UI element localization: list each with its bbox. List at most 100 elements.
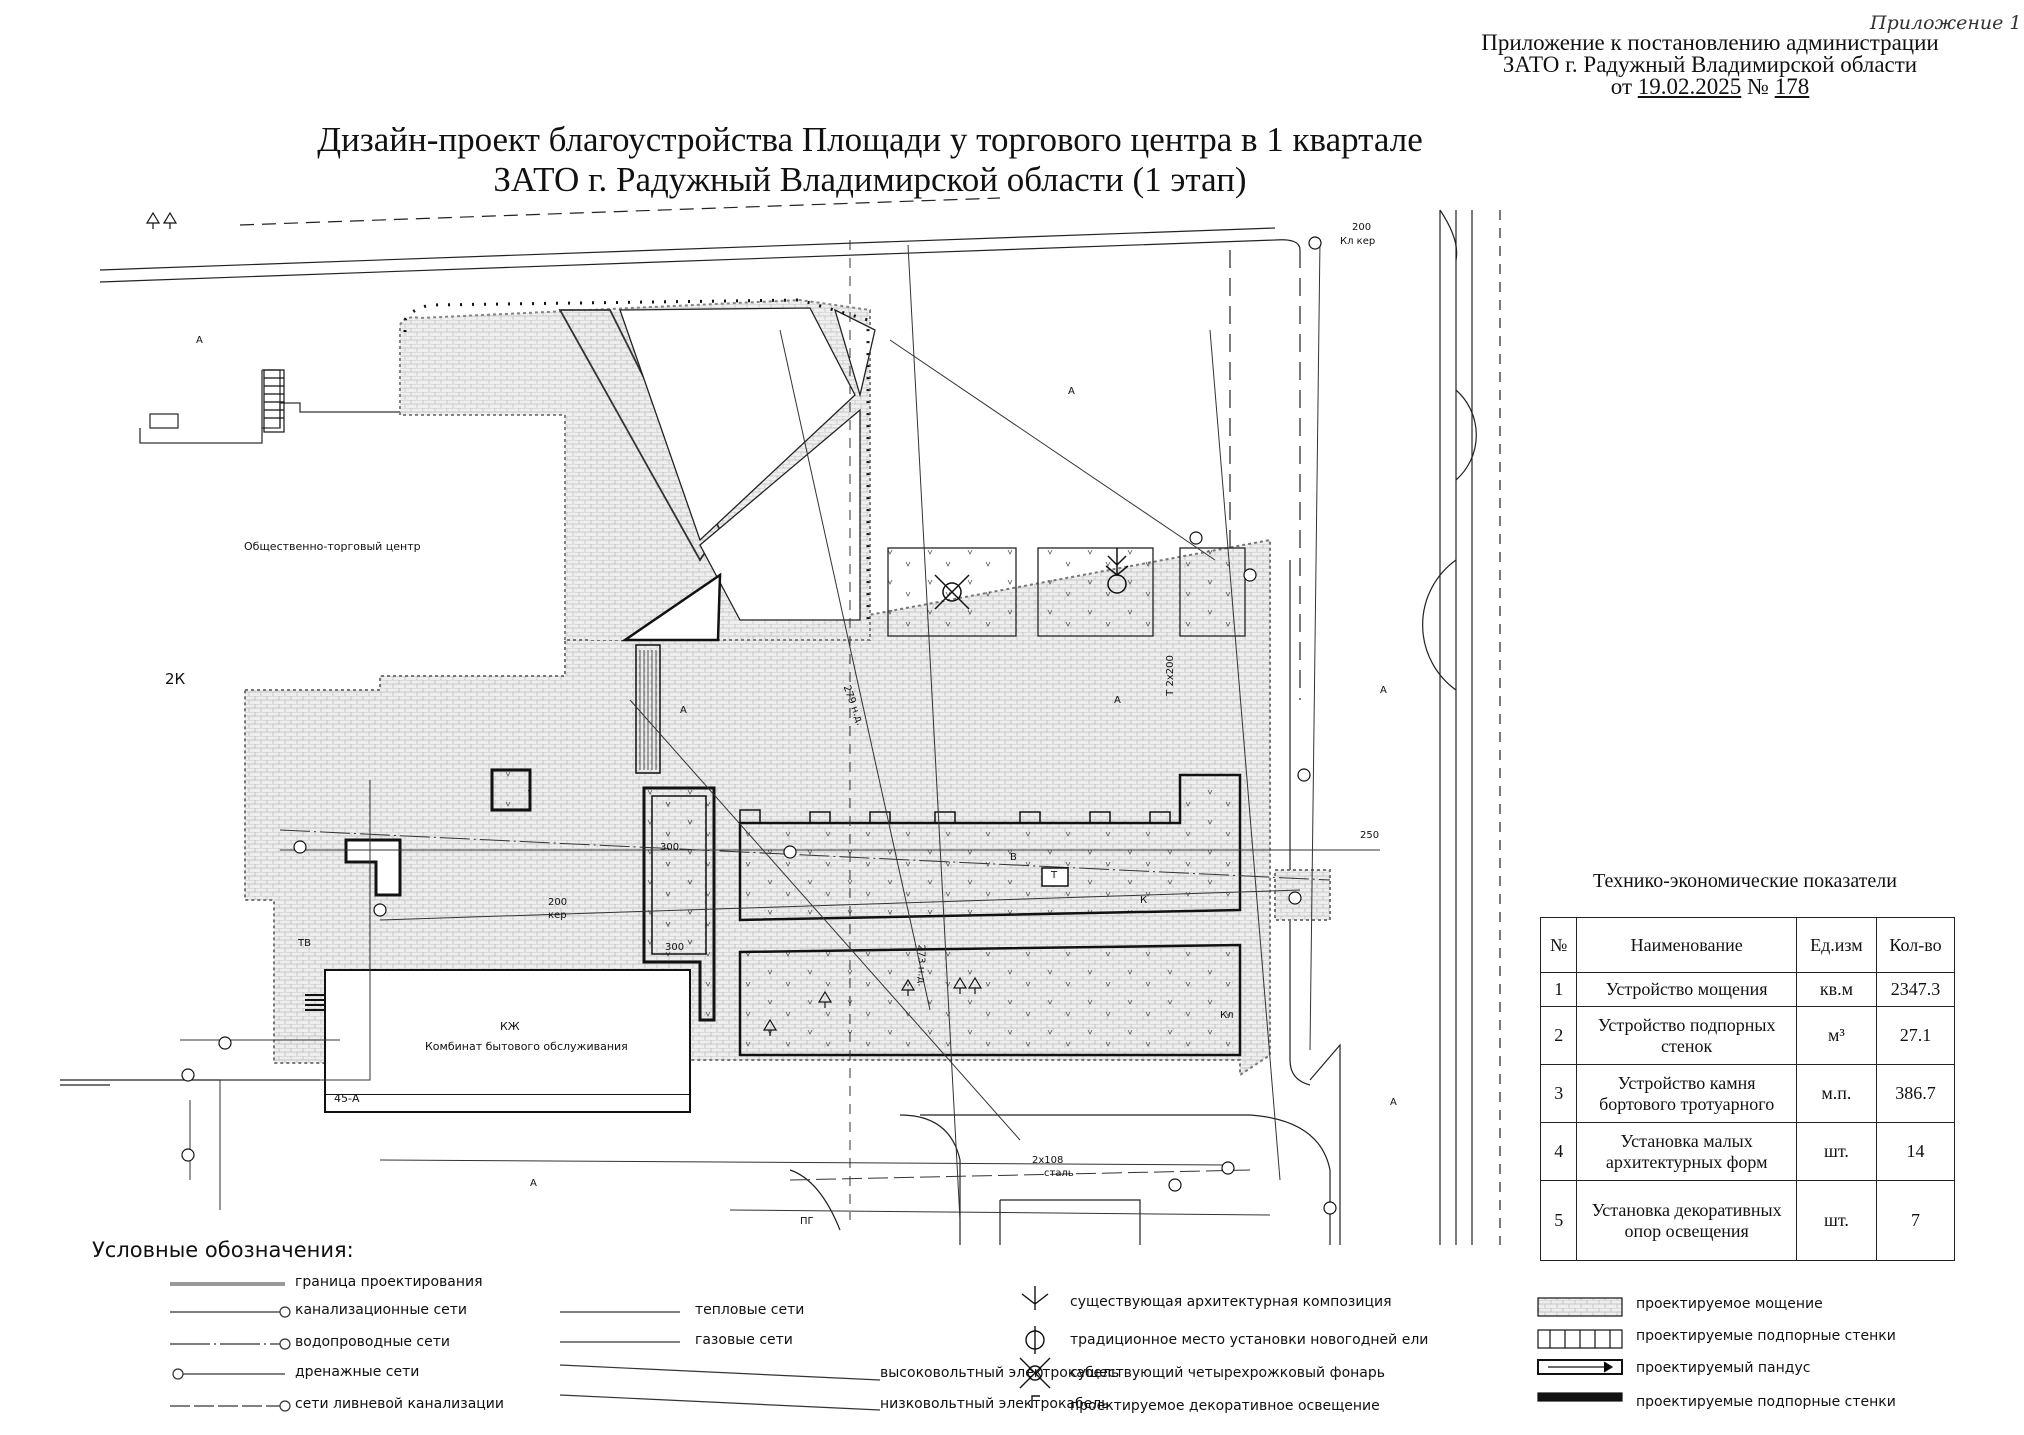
tep-qty: 2347.3 (1875, 972, 1956, 1007)
pipe-label: 2х108 (1032, 1155, 1064, 1166)
legend-item: дренажные сети (295, 1364, 420, 1380)
tep-name: Устройство камня бортового тротуарного (1576, 1064, 1797, 1123)
legend-item: газовые сети (695, 1332, 793, 1348)
table-row: 5 Установка декоративных опор освещения … (1539, 1180, 1956, 1261)
tep-unit: шт. (1795, 1122, 1877, 1181)
header-line-2: ЗАТО г. Радужный Владимирской области (1502, 52, 1918, 77)
middle-lawn (738, 773, 1242, 1057)
header-number-sign: № (1747, 74, 1769, 99)
legend-item: проектируемый пандус (1636, 1360, 1811, 1376)
manholes (181, 236, 1337, 1215)
tep-header-cell: Ед.изм (1795, 917, 1877, 973)
legend-item: низковольтный электрокабель (880, 1396, 1110, 1412)
title-line-2: ЗАТО г. Радужный Владимирской области (1… (493, 160, 1247, 199)
tep-name: Устройство мощения (1576, 972, 1797, 1007)
tep-num: 4 (1539, 1122, 1578, 1181)
legend-item: высоковольтный электрокабель (880, 1365, 1120, 1381)
small-lawns (887, 547, 1246, 637)
tep-num: 2 (1539, 1006, 1578, 1065)
tv-label: ТВ (298, 938, 311, 949)
legend-item: существующая архитектурная композиция (1070, 1294, 1392, 1310)
zone-a-label: А (1114, 695, 1121, 706)
legend-item: канализационные сети (295, 1302, 468, 1318)
dotted-border (403, 298, 870, 620)
tep-unit: шт. (1795, 1180, 1877, 1261)
pipe-label: Кл кер (1340, 236, 1376, 247)
pipe-material: сталь (1044, 1168, 1074, 1179)
pipe-v-label: В (1010, 852, 1017, 863)
table-row: 3 Устройство камня бортового тротуарного… (1539, 1064, 1956, 1123)
pipe-kl-label: Кл (1220, 1010, 1234, 1021)
tep-name: Устройство подпорных стенок (1576, 1006, 1797, 1065)
legend-item: проектируемое декоративное освещение (1070, 1398, 1380, 1414)
plaza-features (344, 768, 532, 897)
table-row: 1 Устройство мощения кв.м 2347.3 (1539, 972, 1956, 1007)
zone-a-label: А (1380, 685, 1387, 696)
tep-num: 1 (1539, 972, 1578, 1007)
tep-header-cell: Наименование (1576, 917, 1797, 973)
pipe-diameter: 200 (1352, 222, 1372, 233)
pg-label: ПГ (800, 1216, 814, 1227)
document-header: Приложение к постановлению администрации… (1380, 30, 2024, 99)
tep-num: 3 (1539, 1064, 1578, 1123)
zone-a-label: А (196, 335, 203, 346)
tep-unit: м³ (1795, 1006, 1877, 1065)
tep-name: Установка декоративных опор освещения (1576, 1180, 1797, 1261)
legend-item: традиционное место установки новогодней … (1070, 1332, 1429, 1348)
legend-item: тепловые сети (695, 1302, 805, 1318)
header-line-3: от 19.02.2025 № 178 (1380, 74, 2024, 99)
legend-item: проектируемое мощение (1636, 1296, 1823, 1312)
new-year-tree-place (1105, 548, 1129, 594)
handwritten-note: Приложение 1 (1870, 12, 2022, 34)
zone-2k-label: 2К (165, 670, 186, 688)
legend-item: водопроводные сети (295, 1334, 450, 1350)
kzh-label: КЖ (500, 1020, 520, 1033)
pipe-diameter: 250 (1360, 830, 1380, 841)
tep-qty: 14 (1875, 1122, 1956, 1181)
legend-item: проектируемые подпорные стенки (1636, 1328, 1896, 1344)
document-title: Дизайн-проект благоустройства Площади у … (240, 120, 1500, 200)
tep-num: 5 (1539, 1180, 1578, 1261)
utility-lines (180, 239, 1380, 1221)
zone-a-label: А (1068, 386, 1075, 397)
header-line-1: Приложение к постановлению администрации (1481, 30, 1939, 55)
lawn-notches (739, 809, 1171, 823)
kbo-label: Комбинат бытового обслуживания (425, 1040, 628, 1053)
zone-a-label: А (530, 1178, 537, 1189)
stair-structure (263, 369, 285, 433)
tep-qty: 7 (1875, 1180, 1956, 1261)
legend-item: граница проектирования (295, 1274, 483, 1290)
upper-lawns (558, 307, 876, 642)
tep-header-row: № Наименование Ед.изм Кол-во (1539, 917, 1956, 973)
trade-center-label: Общественно-торговый центр (244, 540, 421, 553)
pipe-diameter: 300 (660, 842, 680, 853)
pipe-material: кер (548, 910, 567, 921)
four-lamp-fixture (934, 574, 970, 610)
pipe-label: Т 2х200 (1164, 655, 1176, 696)
pipe-label: 273 н.д. (915, 944, 927, 987)
tep-table: № Наименование Ед.изм Кол-во 1 Устройств… (1539, 917, 1956, 1261)
tep-unit: м.п. (1795, 1064, 1877, 1123)
legend-item: существующий четырехрожковый фонарь (1070, 1365, 1386, 1381)
roads (60, 197, 1501, 1245)
legend-item: проектируемые подпорные стенки (1636, 1394, 1896, 1410)
trees (145, 211, 983, 1036)
tep-header-cell: Кол-во (1875, 917, 1956, 973)
title-line-1: Дизайн-проект благоустройства Площади у … (317, 120, 1423, 159)
pipe-diameter: 200 (548, 897, 568, 908)
ramp (635, 644, 661, 774)
legend-item: сети ливневой канализации (295, 1396, 505, 1412)
left-lawn (642, 786, 716, 1022)
tep-title: Технико-экономические показатели (1593, 870, 1897, 892)
zone-a-label: А (1390, 1097, 1397, 1108)
table-row: 2 Устройство подпорных стенок м³ 27.1 (1539, 1006, 1956, 1065)
table-row: 4 Установка малых архитектурных форм шт.… (1539, 1122, 1956, 1181)
tep-unit: кв.м (1795, 972, 1877, 1007)
legend-symbols (170, 1282, 1623, 1412)
t-box (1041, 867, 1069, 887)
tep-header-cell: № (1539, 917, 1578, 973)
pipe-diameter: 300 (665, 942, 685, 953)
kbo-building (305, 969, 691, 1113)
building-number: 45-А (334, 1092, 360, 1105)
